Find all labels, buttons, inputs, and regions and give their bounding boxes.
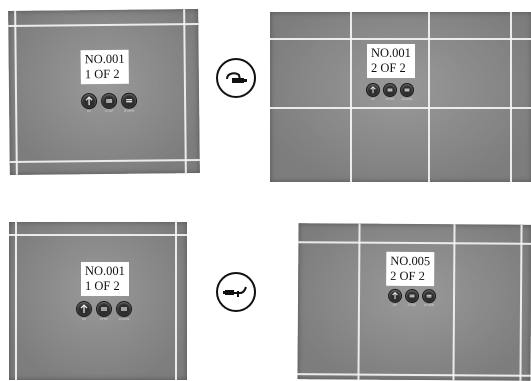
stop-icon (104, 96, 114, 106)
up-button[interactable]: UP (82, 94, 96, 113)
panel-seam (8, 23, 198, 27)
panel-seam (10, 159, 200, 163)
panel-number: NO.001 (85, 264, 125, 279)
stop-icon (408, 292, 416, 300)
panel-top-left: NO.001 1 OF 2 UP STOP (8, 9, 200, 175)
up-button[interactable]: UP (77, 302, 91, 321)
button-caption: STOP (100, 317, 109, 321)
panel-seam (9, 234, 187, 236)
panel-bottom-right: NO.005 2 OF 2 UP STOP (297, 223, 531, 381)
panel-seam (452, 224, 455, 380)
panel-seam (298, 241, 531, 245)
down-icon (119, 304, 129, 314)
panel-page: 1 OF 2 (85, 279, 125, 294)
button-caption: STOP (386, 97, 395, 101)
panel-bottom-left: NO.001 1 OF 2 UP STOP (9, 222, 187, 380)
panel-seam (350, 12, 352, 182)
stop-button[interactable]: STOP (97, 302, 111, 321)
button-caption: UP (393, 303, 397, 307)
stop-icon (386, 86, 394, 94)
down-icon (124, 96, 134, 106)
control-buttons: UP STOP DOWN (82, 94, 136, 114)
panel-id-label: NO.005 2 OF 2 (386, 252, 434, 286)
control-buttons: UP STOP DOWN (389, 290, 435, 307)
panel-seam (297, 373, 530, 377)
connector-top[interactable] (216, 58, 256, 98)
button-caption: DOWN (119, 317, 130, 321)
plug-connected-icon (223, 69, 249, 87)
button-caption: STOP (408, 303, 417, 307)
panel-id-label: NO.001 1 OF 2 (81, 262, 129, 296)
panel-seam (510, 12, 512, 182)
button-caption: DOWN (424, 303, 435, 307)
panel-top-right: NO.001 2 OF 2 UP STOP (270, 12, 531, 182)
down-icon (403, 86, 411, 94)
button-caption: UP (371, 97, 375, 101)
plug-disconnected-icon (223, 283, 249, 301)
up-icon (79, 304, 89, 314)
panel-seam (183, 9, 187, 173)
down-button[interactable]: DOWN (401, 84, 413, 101)
stop-button[interactable]: STOP (406, 290, 418, 307)
panel-seam (175, 222, 177, 380)
button-caption: UP (87, 109, 91, 113)
button-caption: STOP (105, 109, 114, 113)
panel-seam (428, 12, 430, 182)
button-caption: DOWN (402, 97, 413, 101)
stop-button[interactable]: STOP (384, 84, 396, 101)
down-button[interactable]: DOWN (122, 94, 136, 113)
panel-number: NO.001 (371, 46, 411, 61)
down-icon (425, 292, 433, 300)
panel-id-label: NO.001 2 OF 2 (367, 44, 415, 78)
panel-seam (357, 224, 360, 380)
panel-number: NO.001 (85, 52, 125, 67)
stop-icon (99, 304, 109, 314)
panel-id-label: NO.001 1 OF 2 (81, 50, 129, 85)
panel-seam (270, 38, 531, 40)
down-button[interactable]: DOWN (423, 290, 435, 307)
stop-button[interactable]: STOP (102, 94, 116, 113)
control-buttons: UP STOP DOWN (367, 84, 413, 101)
button-caption: UP (82, 317, 86, 321)
panel-number: NO.005 (390, 254, 430, 269)
control-buttons: UP STOP DOWN (77, 302, 131, 321)
up-icon (369, 86, 377, 94)
panel-seam (15, 222, 17, 380)
panel-seam (14, 11, 18, 175)
up-button[interactable]: UP (367, 84, 379, 101)
up-button[interactable]: UP (389, 290, 401, 307)
up-icon (84, 96, 94, 106)
panel-page: 2 OF 2 (371, 61, 411, 76)
connector-bottom[interactable] (216, 272, 256, 312)
button-caption: DOWN (124, 109, 135, 113)
up-icon (391, 292, 399, 300)
panel-page: 1 OF 2 (85, 67, 125, 82)
panel-seam (270, 107, 531, 109)
down-button[interactable]: DOWN (117, 302, 131, 321)
panel-page: 2 OF 2 (390, 269, 430, 284)
panel-seam (519, 225, 522, 381)
